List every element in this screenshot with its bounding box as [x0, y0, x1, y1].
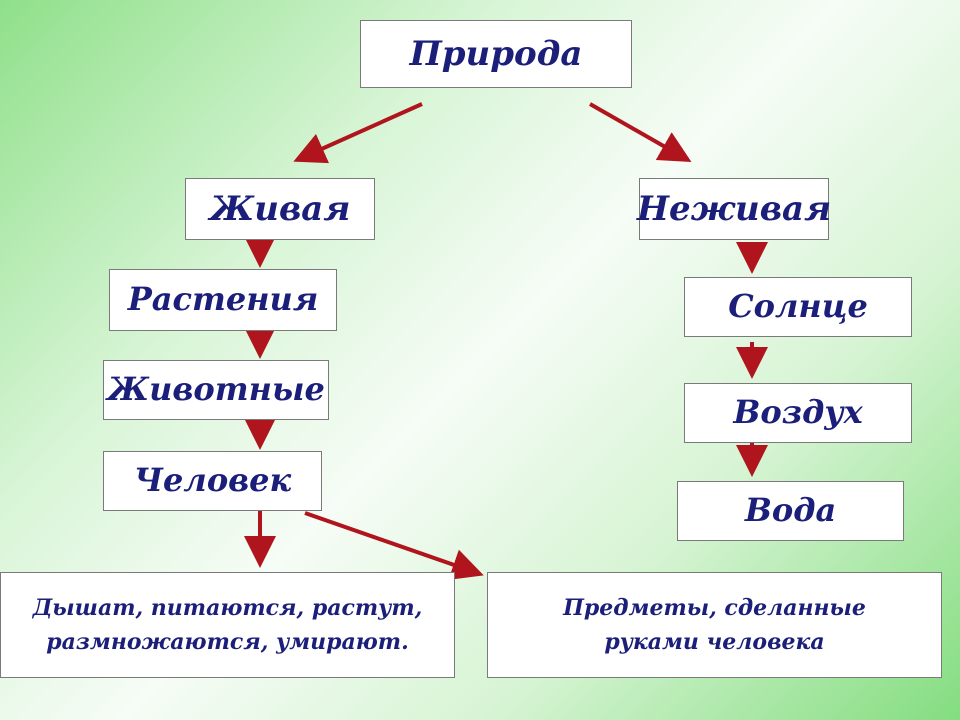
human-label: Человек [133, 461, 292, 500]
air-box: Воздух [684, 383, 912, 443]
plants-box: Растения [109, 269, 337, 331]
nonliving-box: Неживая [636, 178, 832, 240]
air-label: Воздух [733, 393, 863, 432]
sun-label: Солнце [728, 287, 868, 326]
animals-label: Животные [107, 370, 325, 409]
living-description-line-1: Дышат, питаются, растут, [32, 594, 423, 621]
arrow-root-to-nonliving [589, 102, 692, 162]
man-made-box: Предметы, сделанные руками человека [487, 572, 942, 678]
human-box: Человек [103, 451, 322, 511]
living-description-line-2: размножаются, умирают. [46, 629, 409, 655]
arrow-root-to-living [293, 102, 423, 164]
living-description-box: Дышат, питаются, растут, размножаются, у… [0, 572, 455, 678]
water-box: Вода [677, 481, 904, 541]
water-label: Вода [744, 491, 837, 530]
living-label: Живая [209, 188, 351, 229]
plants-label: Растения [127, 280, 319, 319]
man-made-line-1: Предметы, сделанные [563, 594, 866, 621]
man-made-line-2: руками человека [604, 629, 825, 655]
arrow-human-to-man-made [304, 511, 484, 580]
root-box: Природа [360, 20, 632, 88]
animals-box: Животные [103, 360, 329, 420]
nonliving-label: Неживая [636, 188, 832, 229]
root-label: Природа [409, 33, 583, 74]
sun-box: Солнце [684, 277, 912, 337]
living-box: Живая [185, 178, 375, 240]
